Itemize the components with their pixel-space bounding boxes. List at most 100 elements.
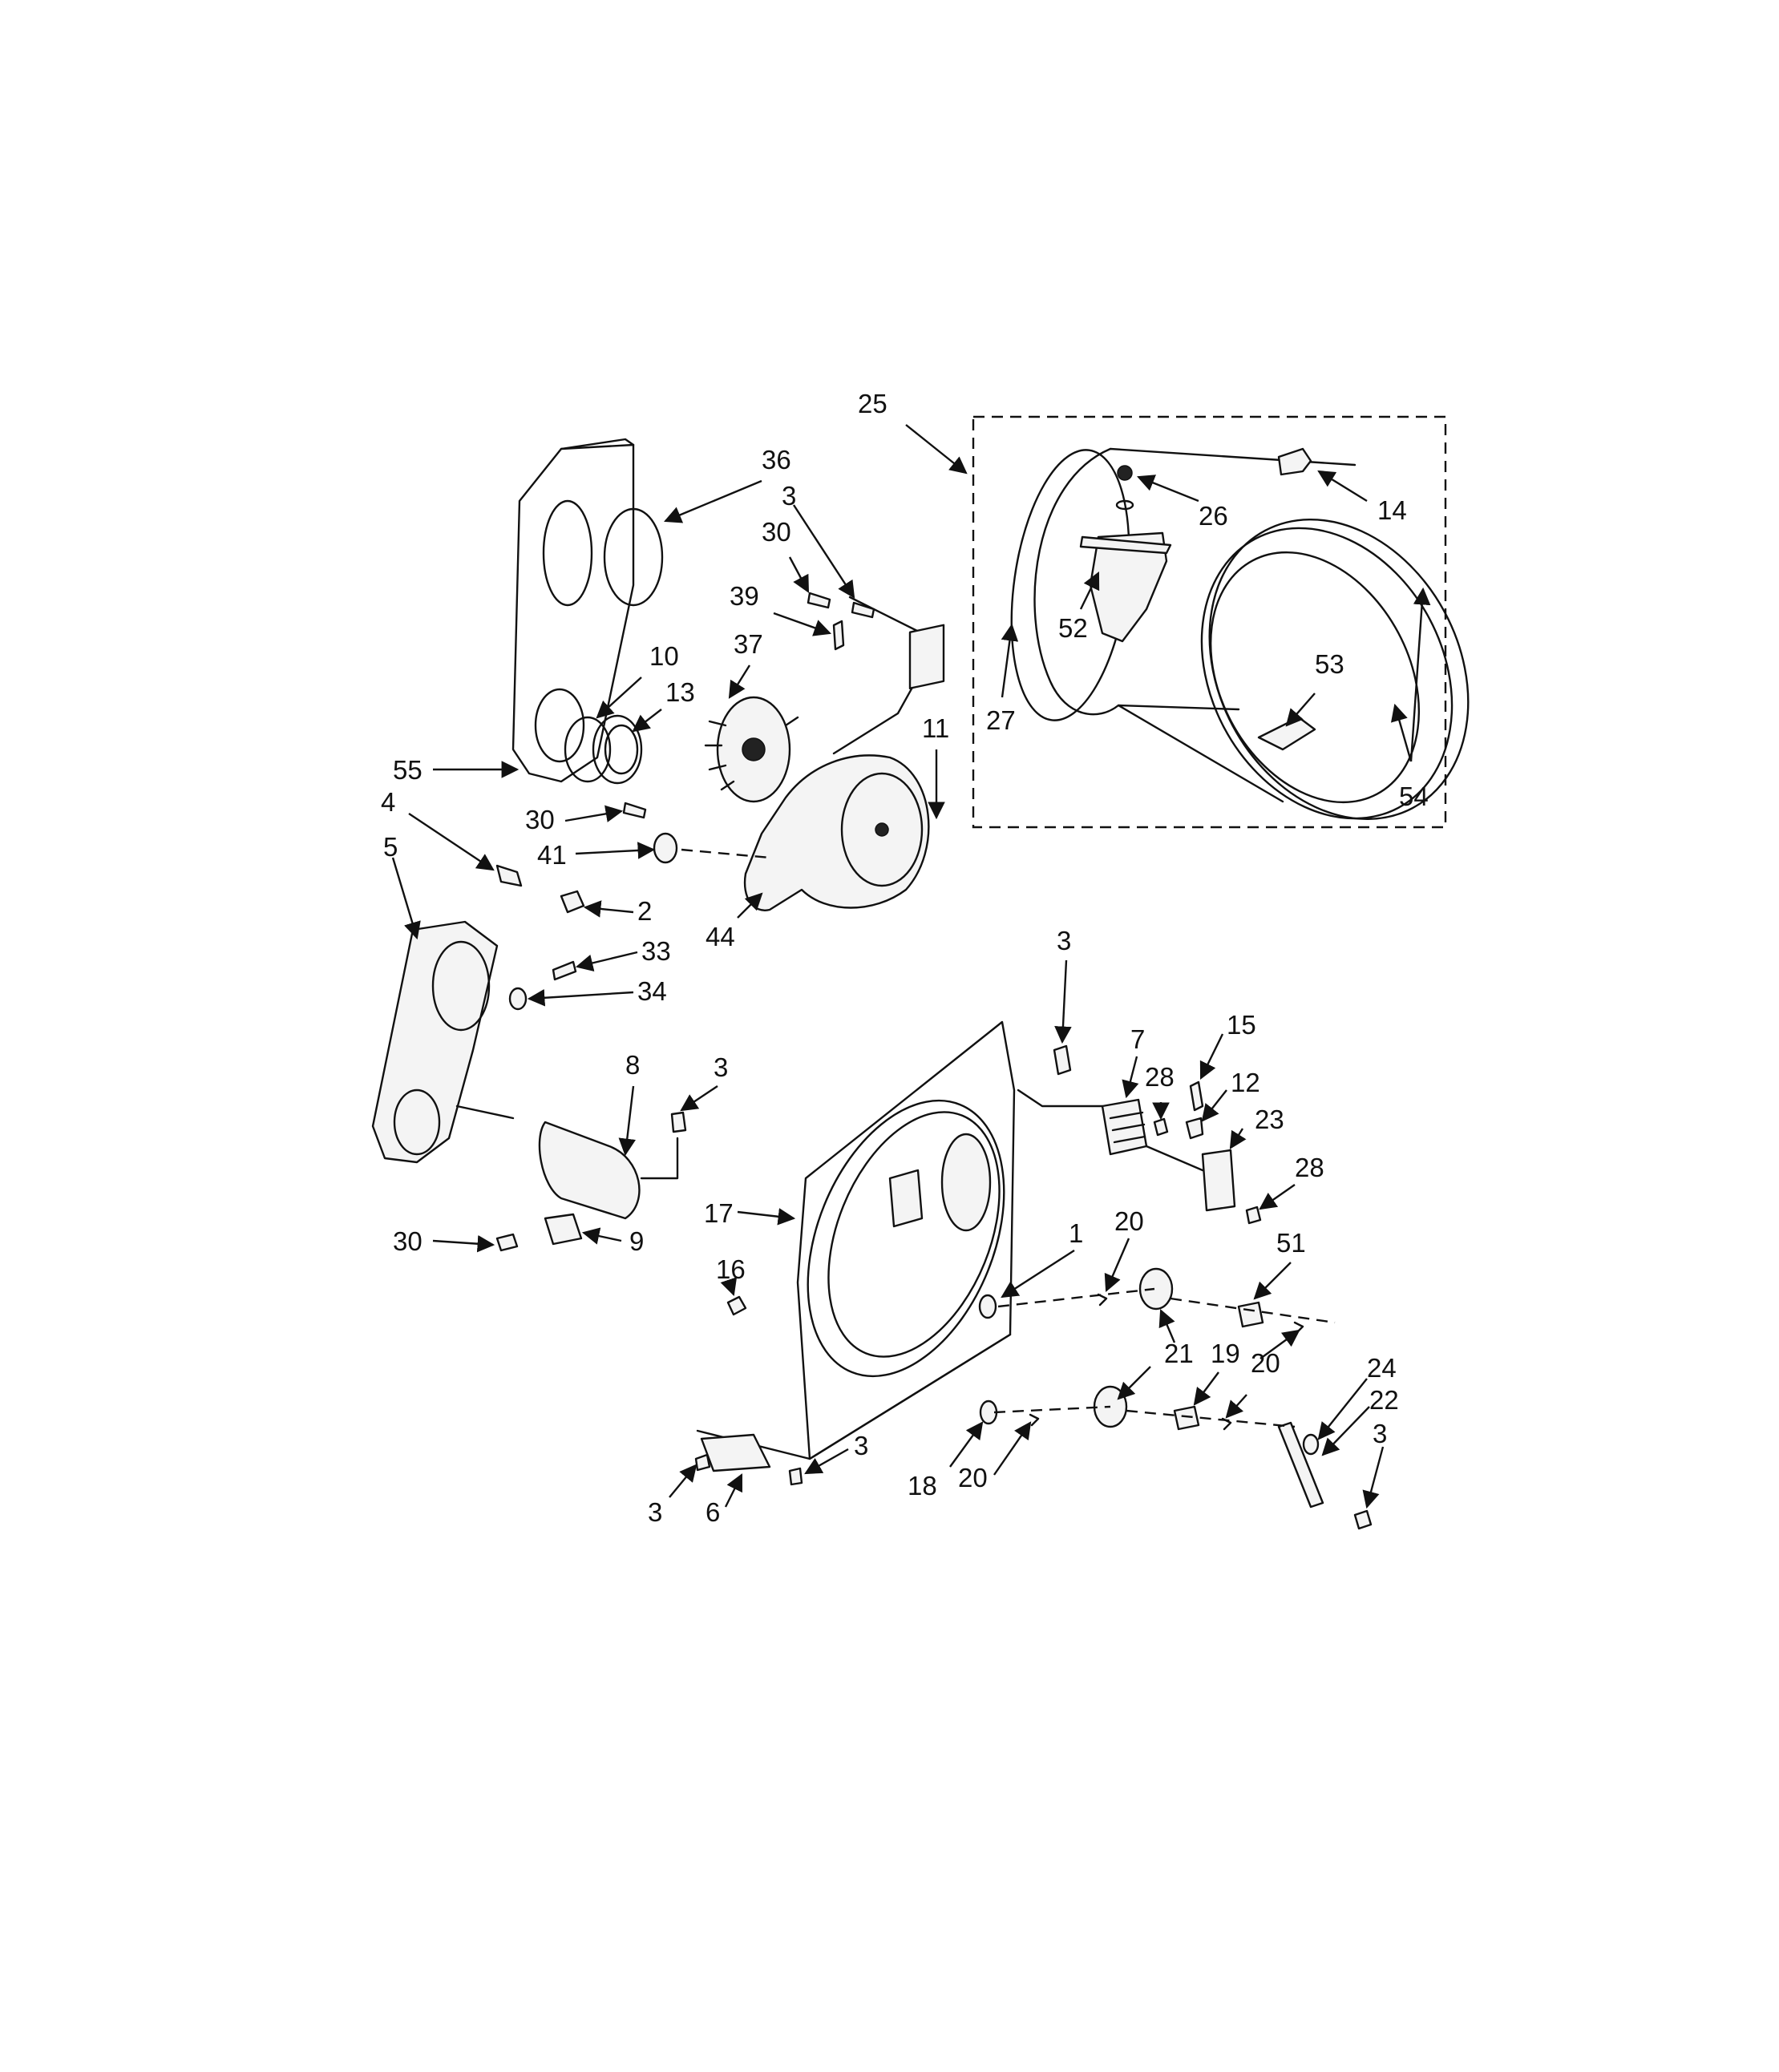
callout-14: 14 xyxy=(1377,495,1407,525)
blower-wheel-vanes xyxy=(704,716,799,791)
thermal-fuse-11 xyxy=(908,624,945,689)
rear-bulkhead-upper-port xyxy=(542,499,593,607)
electrical-wire xyxy=(1017,1089,1204,1172)
callout-22: 22 xyxy=(1369,1385,1399,1415)
callout-37: 37 xyxy=(734,629,763,659)
leader-3-top xyxy=(792,504,855,599)
drum-baffle-bar xyxy=(1079,535,1172,555)
callout-36: 36 xyxy=(762,445,791,475)
callout-25: 25 xyxy=(858,389,887,418)
screw-2 xyxy=(560,890,585,914)
strain-relief-12 xyxy=(1185,1117,1204,1140)
bearing-ring-10 xyxy=(564,716,612,783)
leader-24 xyxy=(1317,1378,1368,1440)
screw-28-lower xyxy=(1245,1206,1262,1225)
leader-3-motor xyxy=(680,1085,718,1112)
callout-26: 26 xyxy=(1199,501,1228,531)
screw-30-mid xyxy=(622,802,647,819)
idler-washer-24 xyxy=(1302,1433,1320,1456)
callout-19: 19 xyxy=(1211,1339,1240,1368)
leader-19 xyxy=(1193,1371,1219,1406)
drum-screw-26 xyxy=(1117,465,1133,481)
screw-30-upper xyxy=(807,592,831,609)
nut-16 xyxy=(726,1295,747,1316)
front-bulkhead-lint-chute xyxy=(888,1169,924,1228)
drum-assembly-dashed-box xyxy=(972,415,1447,829)
leader-10 xyxy=(596,677,642,719)
leader-21-up xyxy=(1158,1309,1176,1343)
front-bulkhead-screen xyxy=(940,1133,992,1232)
leader-53 xyxy=(1285,693,1316,727)
callout-41: 41 xyxy=(537,840,567,870)
roller-shaft-51 xyxy=(1237,1301,1264,1328)
leader-51 xyxy=(1253,1262,1292,1300)
callout-3-top: 3 xyxy=(782,481,796,511)
base-clip-6 xyxy=(700,1433,771,1472)
leader-37 xyxy=(728,664,751,699)
leader-21 xyxy=(1117,1366,1151,1400)
screw-30-lower xyxy=(495,1233,519,1252)
leader-33 xyxy=(575,951,638,971)
drum-roller-21-upper xyxy=(1138,1267,1174,1311)
drum-baffle-53 xyxy=(1257,716,1316,751)
drive-motor-8 xyxy=(538,1121,641,1220)
rear-bulkhead-lower-port xyxy=(534,688,585,763)
leader-20-d xyxy=(1225,1394,1247,1419)
callout-7: 7 xyxy=(1130,1024,1145,1054)
callout-11: 11 xyxy=(922,713,949,743)
callout-53: 53 xyxy=(1315,649,1344,679)
callout-12: 12 xyxy=(1231,1068,1260,1097)
screw-3-upper xyxy=(851,601,875,619)
callout-55: 55 xyxy=(393,755,423,785)
leader-7 xyxy=(1122,1056,1139,1099)
callout-30-top: 30 xyxy=(762,517,791,547)
leader-6 xyxy=(724,1473,743,1508)
roller-group xyxy=(978,1267,1373,1530)
leader-5 xyxy=(391,857,421,940)
electrical-group xyxy=(1017,1080,1262,1225)
leader-13 xyxy=(632,709,662,733)
grommet-34 xyxy=(508,987,528,1011)
cover-plate-23 xyxy=(1201,1149,1236,1212)
leader-15 xyxy=(1199,1033,1224,1080)
drum-body xyxy=(1033,447,1356,803)
clip-4 xyxy=(495,864,523,887)
leader-41 xyxy=(575,842,656,859)
callout-52: 52 xyxy=(1058,613,1088,643)
screw-3-idler xyxy=(1353,1509,1373,1530)
leader-36 xyxy=(664,479,762,523)
bearing-13-outer xyxy=(592,714,643,785)
leader-54a xyxy=(1390,703,1413,762)
rear-bulkhead-group xyxy=(511,438,664,785)
motor-wire xyxy=(455,1105,679,1180)
bearing-13-inner xyxy=(604,724,639,775)
callout-27: 27 xyxy=(986,705,1016,735)
roller-washer-1 xyxy=(978,1294,997,1319)
blower-group xyxy=(622,592,945,911)
callout-20-c: 20 xyxy=(958,1463,988,1492)
callout-labels: 25 36 3 30 39 37 10 13 11 55 30 41 4 2 4… xyxy=(381,389,1429,1527)
callout-30-mid: 30 xyxy=(525,805,555,834)
callout-3-upper-right: 3 xyxy=(1057,926,1071,955)
leader-30-top xyxy=(788,556,810,593)
callout-34: 34 xyxy=(637,976,667,1006)
retaining-ring-20-c xyxy=(1029,1413,1040,1427)
leader-22 xyxy=(1321,1406,1370,1456)
switch-9 xyxy=(544,1213,583,1246)
leader-16 xyxy=(720,1277,738,1297)
drum-baffle-52 xyxy=(1089,531,1168,643)
leader-3-mid-base xyxy=(804,1448,849,1475)
screw-3-motor xyxy=(670,1111,687,1133)
leader-9 xyxy=(581,1227,622,1245)
leader-lines xyxy=(391,424,1431,1509)
terminal-block-grid xyxy=(1109,1111,1146,1144)
leader-26 xyxy=(1136,475,1199,503)
callout-20-b: 20 xyxy=(1251,1348,1280,1378)
screw-33 xyxy=(552,960,577,981)
leader-3-idler xyxy=(1362,1446,1385,1509)
leader-14 xyxy=(1317,470,1368,503)
leader-54b xyxy=(1409,587,1431,762)
drum-screw-washer-26 xyxy=(1115,499,1134,511)
leader-30-mid xyxy=(564,805,624,822)
roller-shaft-19 xyxy=(1173,1405,1200,1431)
